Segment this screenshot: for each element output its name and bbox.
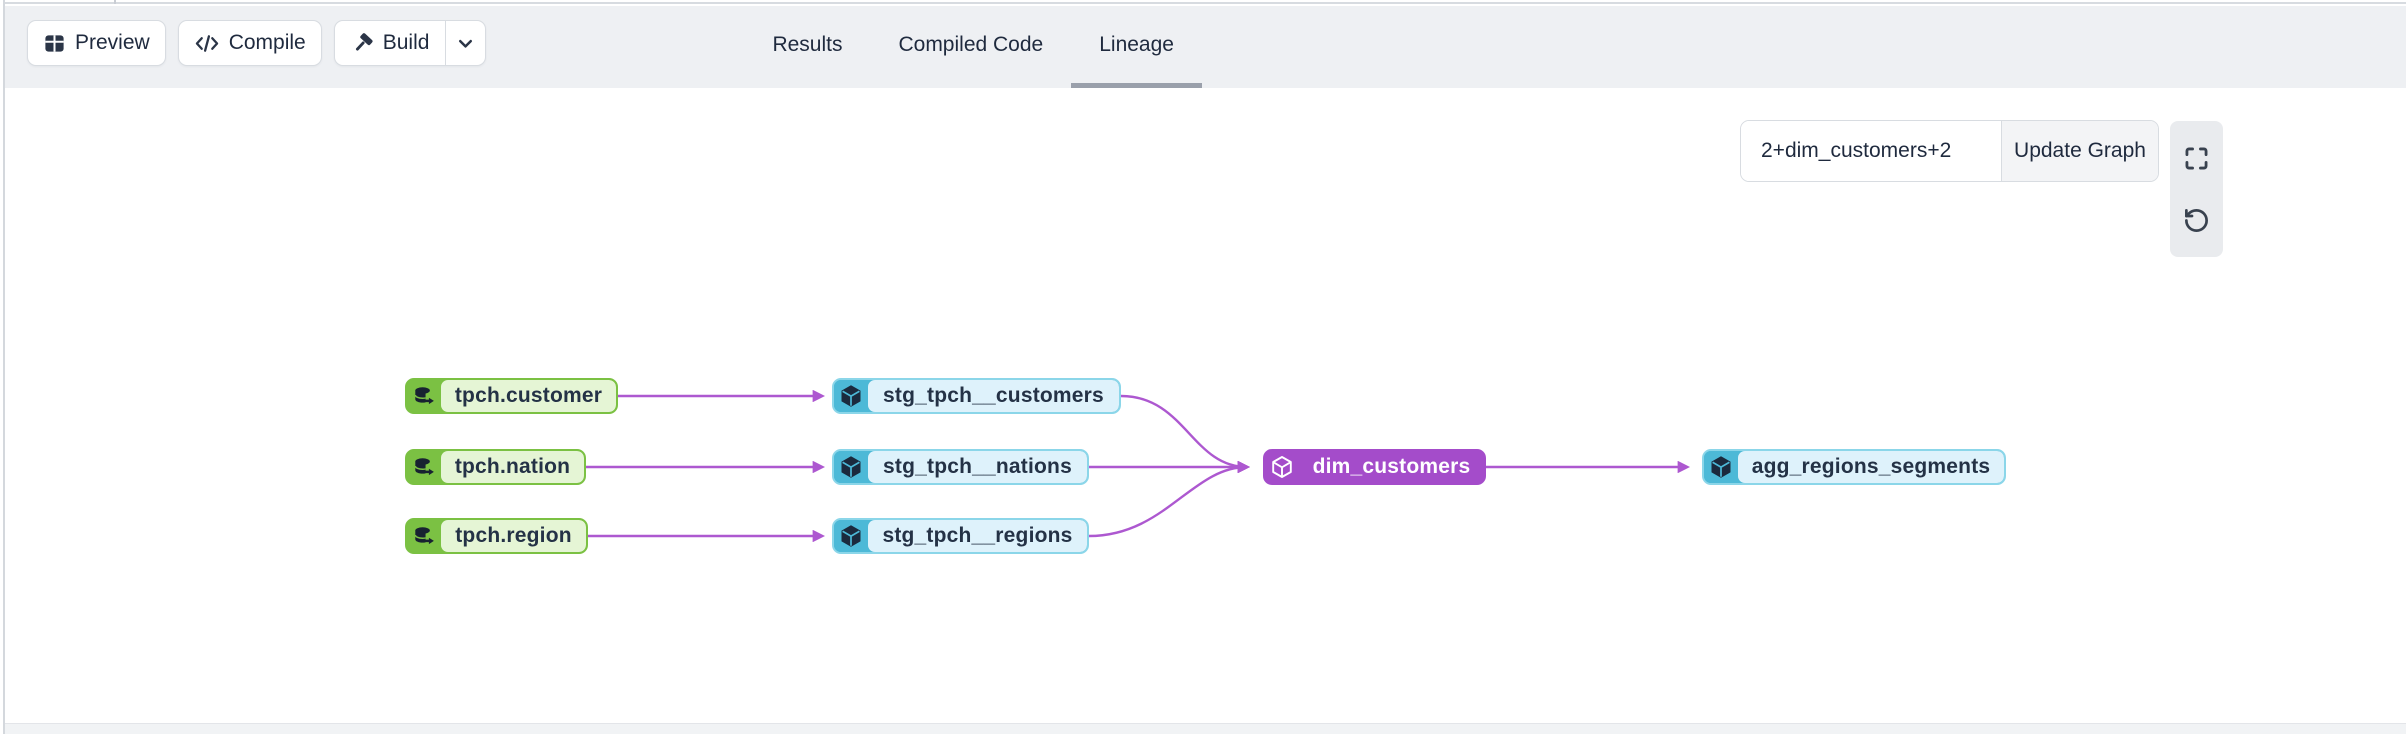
graph-node-tpch.nation[interactable]: tpch.nation bbox=[405, 449, 586, 485]
lineage-canvas[interactable]: Update Graph bbox=[0, 88, 2406, 723]
compile-button[interactable]: Compile bbox=[177, 20, 322, 66]
tab-compiled-code[interactable]: Compiled Code bbox=[870, 6, 1071, 88]
update-graph-button[interactable]: Update Graph bbox=[2001, 121, 2158, 181]
node-label: dim_customers bbox=[1312, 455, 1471, 478]
database-icon bbox=[407, 520, 441, 552]
pane-top-divider bbox=[0, 0, 2406, 4]
result-tabs: Results Compiled Code Lineage bbox=[744, 6, 1202, 88]
tab-results[interactable]: Results bbox=[744, 6, 870, 88]
tab-lineage[interactable]: Lineage bbox=[1071, 6, 1202, 88]
pane-bottom-strip bbox=[0, 723, 2406, 734]
build-split-button: Build bbox=[333, 20, 487, 66]
invocation-toolbar: Preview Compile Build bbox=[0, 6, 2406, 88]
database-icon bbox=[407, 380, 441, 412]
code-icon bbox=[194, 32, 220, 55]
node-label: stg_tpch__nations bbox=[868, 451, 1087, 483]
tab-compiled-code-label: Compiled Code bbox=[898, 32, 1044, 56]
graph-node-stg_tpch__regions[interactable]: stg_tpch__regions bbox=[832, 518, 1089, 554]
graph-node-tpch.customer[interactable]: tpch.customer bbox=[405, 378, 618, 414]
preview-label: Preview bbox=[75, 31, 150, 54]
build-button[interactable]: Build bbox=[335, 21, 446, 65]
cube-icon bbox=[834, 520, 868, 552]
tab-lineage-label: Lineage bbox=[1099, 32, 1174, 56]
node-label: tpch.customer bbox=[441, 380, 616, 412]
node-label: stg_tpch__customers bbox=[868, 380, 1119, 412]
rotate-ccw-icon bbox=[2183, 207, 2210, 234]
table-icon bbox=[43, 32, 66, 55]
toolbar-button-row: Preview Compile Build bbox=[27, 20, 487, 66]
pane-left-divider[interactable] bbox=[0, 0, 5, 734]
graph-node-stg_tpch__nations[interactable]: stg_tpch__nations bbox=[832, 449, 1089, 485]
node-selector-group: Update Graph bbox=[1740, 120, 2159, 182]
fullscreen-icon bbox=[2183, 145, 2210, 172]
chevron-down-icon bbox=[454, 32, 477, 55]
cube-icon bbox=[1704, 451, 1738, 483]
divider bbox=[114, 0, 116, 4]
build-label: Build bbox=[382, 31, 430, 54]
tab-results-label: Results bbox=[772, 32, 843, 56]
compile-label: Compile bbox=[228, 31, 306, 54]
node-label: stg_tpch__regions bbox=[868, 520, 1087, 552]
fullscreen-button[interactable] bbox=[2174, 135, 2220, 181]
cube-icon bbox=[834, 451, 868, 483]
graph-controls-panel bbox=[2170, 121, 2223, 257]
node-selector-input[interactable] bbox=[1741, 121, 2001, 181]
build-dropdown-button[interactable] bbox=[445, 21, 485, 65]
hammer-icon bbox=[351, 32, 374, 55]
graph-node-stg_tpch__customers[interactable]: stg_tpch__customers bbox=[832, 378, 1121, 414]
node-label: agg_regions_segments bbox=[1738, 451, 2004, 483]
graph-node-dim_customers[interactable]: dim_customers bbox=[1263, 449, 1486, 485]
reset-view-button[interactable] bbox=[2174, 197, 2220, 243]
graph-node-tpch.region[interactable]: tpch.region bbox=[405, 518, 588, 554]
cube-icon bbox=[1265, 451, 1299, 483]
cube-icon bbox=[834, 380, 868, 412]
node-label: tpch.region bbox=[441, 520, 586, 552]
preview-button[interactable]: Preview bbox=[27, 20, 166, 66]
database-icon bbox=[407, 451, 441, 483]
node-label: tpch.nation bbox=[441, 451, 584, 483]
graph-node-agg_regions_segments[interactable]: agg_regions_segments bbox=[1702, 449, 2006, 485]
